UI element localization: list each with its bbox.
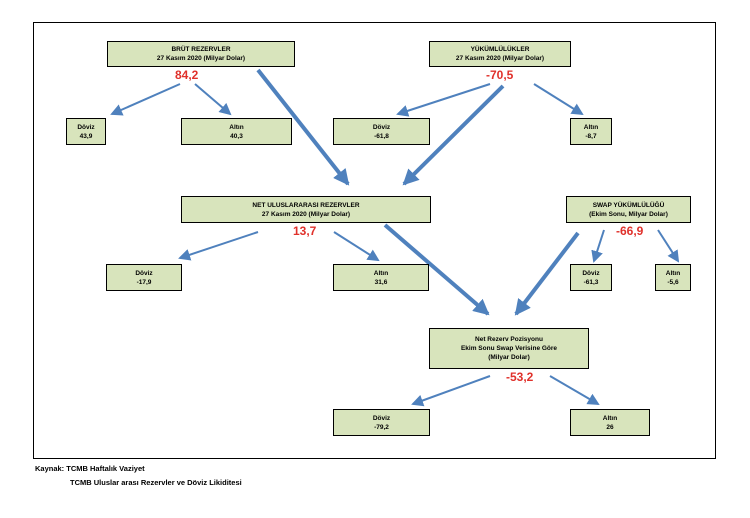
node-brut-altin-title: Altın bbox=[229, 123, 244, 131]
node-yuk-title: YÜKÜMLÜLÜKLER bbox=[470, 46, 530, 53]
node-swap-title: SWAP YÜKÜMLÜLÜĞÜ bbox=[592, 201, 665, 209]
node-pos-altin-title: Altın bbox=[602, 414, 618, 422]
node-net-altin: Altın 31,6 bbox=[333, 264, 429, 291]
node-net-doviz-value: -17,9 bbox=[136, 278, 152, 286]
arrow-net-altin bbox=[333, 231, 380, 262]
node-swap-altin-value: -5,6 bbox=[667, 278, 679, 286]
node-pos-doviz: Döviz -79,2 bbox=[333, 409, 430, 436]
node-pos-line3: (Milyar Dolar) bbox=[488, 354, 530, 361]
arrow-net-doviz bbox=[178, 231, 259, 261]
node-pos-doviz-value: -79,2 bbox=[374, 423, 389, 431]
node-yukumlulukler: YÜKÜMLÜLÜKLER 27 Kasım 2020 (Milyar Dola… bbox=[429, 41, 571, 67]
node-net-value: 13,7 bbox=[293, 224, 317, 238]
node-yuk-altin: Altın -8,7 bbox=[570, 118, 612, 145]
node-brut-subtitle: 27 Kasım 2020 (Milyar Dolar) bbox=[156, 55, 246, 62]
node-pos-line1: Net Rezerv Pozisyonu bbox=[475, 336, 543, 343]
node-pos-line2: Ekim Sonu Swap Verisine Göre bbox=[460, 345, 558, 352]
arrow-brut-doviz bbox=[110, 83, 181, 116]
node-yuk-doviz-value: -61,8 bbox=[374, 132, 389, 140]
arrow-brut-altin bbox=[194, 83, 232, 116]
node-swap-doviz-title: Döviz bbox=[582, 269, 600, 277]
arrow-swap-altin bbox=[657, 229, 680, 263]
node-swap-subtitle: (Ekim Sonu, Milyar Dolar) bbox=[589, 210, 668, 218]
node-yuk-altin-value: -8,7 bbox=[585, 132, 597, 140]
node-pos-altin: Altın 26 bbox=[570, 409, 650, 436]
node-swap-doviz: Döviz -61,3 bbox=[570, 264, 612, 291]
node-yuk-doviz: Döviz -61,8 bbox=[333, 118, 430, 145]
node-brut-doviz-title: Döviz bbox=[77, 123, 95, 131]
node-swap-altin: Altın -5,6 bbox=[655, 264, 691, 291]
node-brut-altin: Altın 40,3 bbox=[181, 118, 292, 145]
node-swap-value: -66,9 bbox=[616, 224, 644, 238]
node-net-altin-value: 31,6 bbox=[374, 278, 388, 286]
node-swap-altin-title: Altın bbox=[665, 269, 681, 277]
node-brut-altin-value: 40,3 bbox=[230, 132, 243, 140]
arrow-net-pos bbox=[383, 223, 490, 316]
node-brut-title: BRÜT REZERVLER bbox=[171, 46, 231, 53]
node-yuk-doviz-title: Döviz bbox=[372, 123, 391, 131]
node-net-title: NET ULUSLARARASI REZERVLER bbox=[252, 201, 360, 209]
arrow-brut-net bbox=[256, 68, 350, 186]
arrow-pos-doviz bbox=[411, 375, 491, 407]
arrow-yuk-altin bbox=[533, 83, 584, 116]
source-line-1: Kaynak: TCMB Haftalık Vaziyet bbox=[35, 464, 145, 473]
node-swap: SWAP YÜKÜMLÜLÜĞÜ (Ekim Sonu, Milyar Dola… bbox=[566, 196, 691, 223]
node-net-doviz: Döviz -17,9 bbox=[106, 264, 182, 291]
arrow-yuk-net bbox=[402, 84, 505, 186]
node-net-rezervler: NET ULUSLARARASI REZERVLER 27 Kasım 2020… bbox=[181, 196, 431, 223]
node-brut-rezervler: BRÜT REZERVLER 27 Kasım 2020 (Milyar Dol… bbox=[107, 41, 295, 67]
node-brut-doviz: Döviz 43,9 bbox=[66, 118, 106, 145]
arrow-swap-pos bbox=[514, 231, 580, 316]
node-pos-value: -53,2 bbox=[506, 370, 534, 384]
arrow-yuk-doviz bbox=[396, 83, 491, 117]
node-yuk-altin-title: Altın bbox=[583, 123, 599, 131]
node-net-doviz-title: Döviz bbox=[135, 269, 153, 277]
node-yuk-value: -70,5 bbox=[486, 68, 514, 82]
node-pos-altin-value: 26 bbox=[606, 423, 614, 431]
node-yuk-subtitle: 27 Kasım 2020 (Milyar Dolar) bbox=[455, 55, 545, 62]
node-net-subtitle: 27 Kasım 2020 (Milyar Dolar) bbox=[261, 210, 351, 218]
arrow-swap-doviz bbox=[591, 229, 605, 263]
node-brut-value: 84,2 bbox=[175, 68, 199, 82]
node-brut-doviz-value: 43,9 bbox=[79, 132, 93, 140]
diagram-frame bbox=[33, 22, 716, 459]
source-line-2: TCMB Uluslar arası Rezervler ve Döviz Li… bbox=[70, 478, 242, 487]
node-swap-doviz-value: -61,3 bbox=[583, 278, 599, 286]
node-pos-doviz-title: Döviz bbox=[372, 414, 391, 422]
arrow-pos-altin bbox=[549, 375, 600, 406]
node-net-rezerv-pozisyonu: Net Rezerv Pozisyonu Ekim Sonu Swap Veri… bbox=[429, 328, 589, 369]
node-net-altin-title: Altın bbox=[373, 269, 389, 277]
